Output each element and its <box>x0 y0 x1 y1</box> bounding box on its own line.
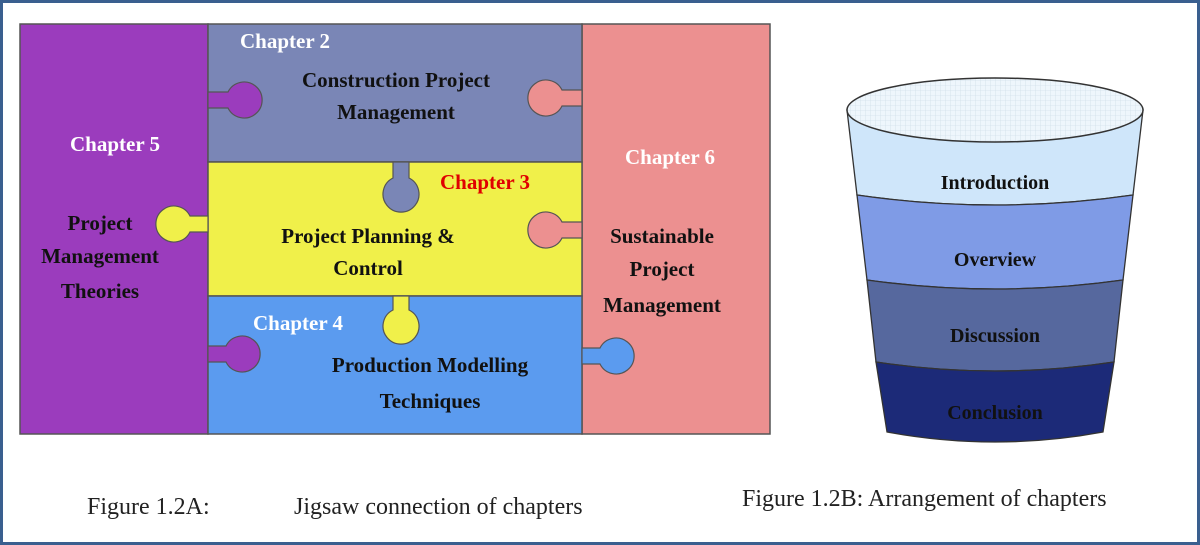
funnel <box>846 77 1144 443</box>
chapter4-title-line1: Production Modelling <box>332 353 529 377</box>
chapter2-label: Chapter 2 <box>240 29 330 53</box>
chapter5-label: Chapter 5 <box>70 132 160 156</box>
knob-ch3-into-ch4 <box>382 295 420 345</box>
funnel-label-introduction: Introduction <box>941 172 1050 194</box>
chapter3-label: Chapter 3 <box>440 170 530 194</box>
figure-a-number: Figure 1.2A: <box>87 494 210 520</box>
chapter6-title-line1: Sustainable <box>610 224 714 248</box>
chapter6-title-line3: Management <box>603 293 721 317</box>
chapter2-title-line1: Construction Project <box>302 68 490 92</box>
knob-ch4-into-ch6 <box>581 337 635 375</box>
chapter2-piece <box>207 23 583 163</box>
chapter6-title-line2: Project <box>630 257 695 281</box>
knob-ch3-into-ch5 <box>155 205 209 243</box>
funnel-top-rim <box>846 77 1144 143</box>
chapter5-title-line2: Management <box>41 244 159 268</box>
chapter5-title-line3: Theories <box>61 279 139 303</box>
figure-a-caption: Jigsaw connection of chapters <box>294 494 583 520</box>
funnel-label-discussion: Discussion <box>950 325 1040 347</box>
chapter3-title-line1: Project Planning & <box>281 224 454 248</box>
knob-ch2-into-ch3 <box>382 161 420 213</box>
figure-b-caption: Figure 1.2B: Arrangement of chapters <box>742 486 1107 512</box>
knob-ch6-into-ch2 <box>527 79 583 117</box>
funnel-layer-conclusion <box>875 361 1115 443</box>
chapter6-label: Chapter 6 <box>625 145 715 169</box>
chapter2-title-line2: Management <box>337 100 455 124</box>
chapter5-title-line1: Project <box>68 211 133 235</box>
knob-ch6-into-ch3 <box>527 211 583 249</box>
funnel-layer-overview <box>856 194 1134 290</box>
knob-ch5-into-ch4 <box>207 335 261 373</box>
chapter4-label: Chapter 4 <box>253 311 344 335</box>
chapter4-title-line2: Techniques <box>380 389 481 413</box>
knob-ch5-into-ch2 <box>207 81 263 119</box>
funnel-label-overview: Overview <box>954 249 1037 271</box>
chapter3-title-line2: Control <box>333 256 403 280</box>
funnel-label-conclusion: Conclusion <box>947 402 1043 424</box>
